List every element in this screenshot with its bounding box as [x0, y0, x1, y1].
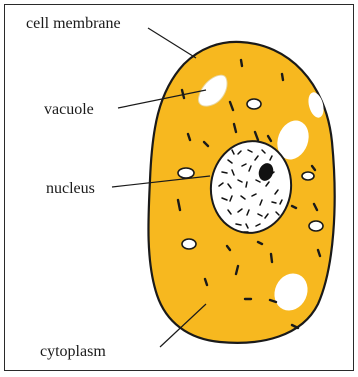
- label-vacuole: vacuole: [44, 101, 94, 118]
- leader-cell-membrane: [148, 28, 196, 58]
- label-nucleus: nucleus: [46, 180, 95, 197]
- label-cytoplasm: cytoplasm: [40, 343, 106, 360]
- label-cell-membrane: cell membrane: [26, 15, 121, 32]
